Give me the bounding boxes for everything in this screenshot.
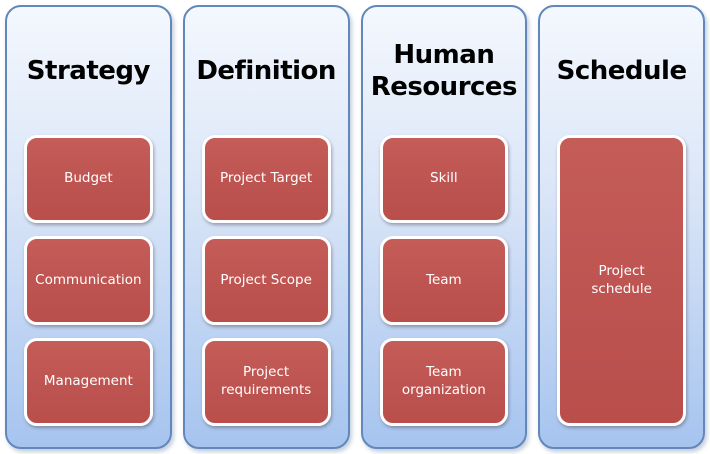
item-card-team: Team [379,236,509,325]
item-card-project-scope: Project Scope [201,236,331,325]
item-label: Project Target [220,170,313,187]
column-items-strategy: Budget Communication Management [7,135,170,447]
column-items-schedule: Project schedule [540,135,703,447]
column-schedule: Schedule Project schedule [538,5,705,449]
column-title-definition: Definition [196,55,336,86]
item-card-budget: Budget [24,135,153,224]
item-card-communication: Communication [24,236,153,325]
column-items-human-resources: Skill Team Team organization [363,135,526,447]
item-label: Team [426,271,462,288]
column-title-schedule: Schedule [556,55,687,86]
item-label: Project schedule [591,262,652,297]
column-items-definition: Project Target Project Scope Project req… [185,135,348,447]
column-strategy: Strategy Budget Communication Management [5,5,172,449]
item-card-project-schedule: Project schedule [557,135,686,426]
item-card-team-organization: Team organization [379,337,509,426]
item-label: Project Scope [220,271,312,288]
column-human-resources: Human Resources Skill Team Team organiza… [360,5,528,449]
item-label: Team organization [401,364,486,398]
item-card-project-requirements: Project requirements [201,337,331,426]
item-label: Management [43,373,133,390]
column-definition: Definition Project Target Project Scope … [182,5,350,449]
column-title-strategy: Strategy [26,55,151,86]
item-card-management: Management [24,337,153,426]
item-label: Project requirements [220,364,312,398]
item-card-project-target: Project Target [201,135,331,224]
item-label: Communication [35,271,142,288]
item-card-skill: Skill [379,135,509,224]
item-label: Skill [430,170,458,187]
item-label: Budget [64,170,113,187]
column-title-human-resources: Human Resources [370,39,518,103]
